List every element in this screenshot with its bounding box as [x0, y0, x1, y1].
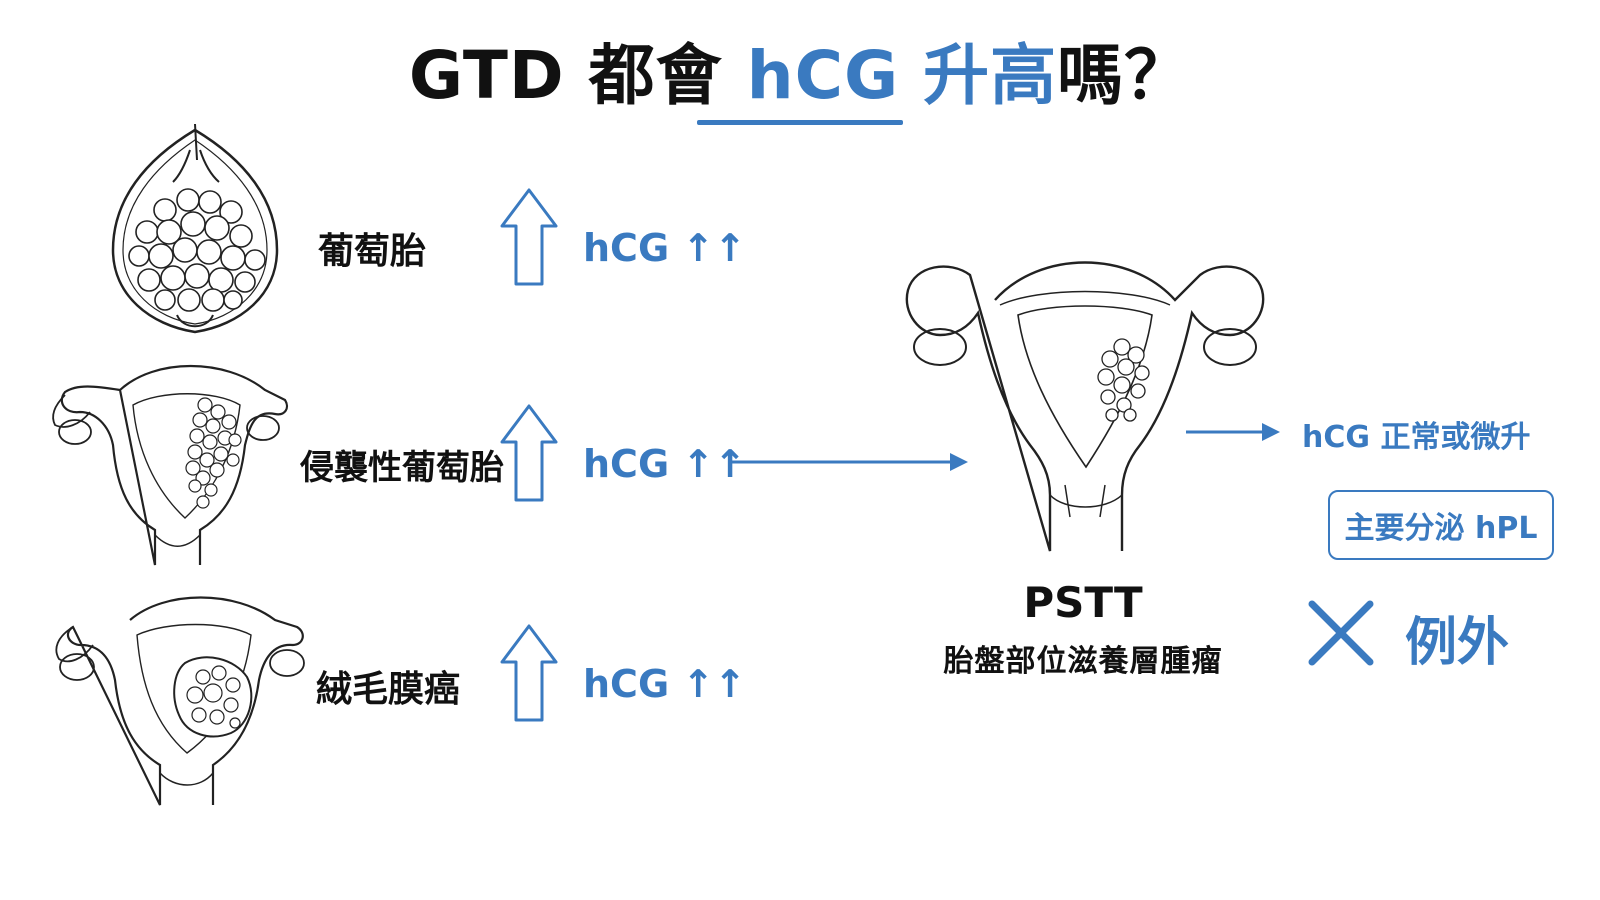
- right-arrow-icon: [732, 453, 968, 471]
- mole-hcg-label: hCG ↑↑: [583, 226, 747, 270]
- choriocarcinoma-illustration: [55, 596, 305, 806]
- pstt-illustration: [905, 261, 1265, 552]
- pstt-name: PSTT: [1023, 578, 1143, 627]
- up-arrow-icon: [500, 624, 558, 722]
- hpl-box: 主要分泌 hPL: [1328, 490, 1554, 560]
- title-prefix: GTD 都會: [408, 37, 747, 114]
- page-title: GTD 都會 hCG 升高嗎？: [0, 22, 1600, 118]
- up-arrow-icon: [500, 188, 558, 286]
- choriocarcinoma-hcg-label: hCG ↑↑: [583, 662, 747, 706]
- title-underline: [697, 120, 903, 125]
- pstt-hcg-note: hCG 正常或微升: [1302, 420, 1531, 455]
- choriocarcinoma-label: 絨毛膜癌: [316, 669, 461, 710]
- invasive-mole-illustration: [52, 365, 289, 566]
- exception-label: 例外: [1405, 613, 1510, 673]
- right-arrow-icon: [1186, 423, 1280, 441]
- pstt-full-name: 胎盤部位滋養層腫瘤: [943, 644, 1223, 679]
- title-highlight: hCG 升高: [746, 37, 1058, 114]
- invasive-mole-label: 侵襲性葡萄胎: [300, 448, 504, 488]
- up-arrow-icon: [500, 404, 558, 502]
- invasive-mole-hcg-label: hCG ↑↑: [583, 442, 747, 486]
- mole-illustration: [111, 123, 279, 334]
- mole-label: 葡萄胎: [318, 231, 427, 272]
- title-suffix: 嗎？: [1057, 37, 1192, 114]
- cross-icon: [1308, 600, 1374, 666]
